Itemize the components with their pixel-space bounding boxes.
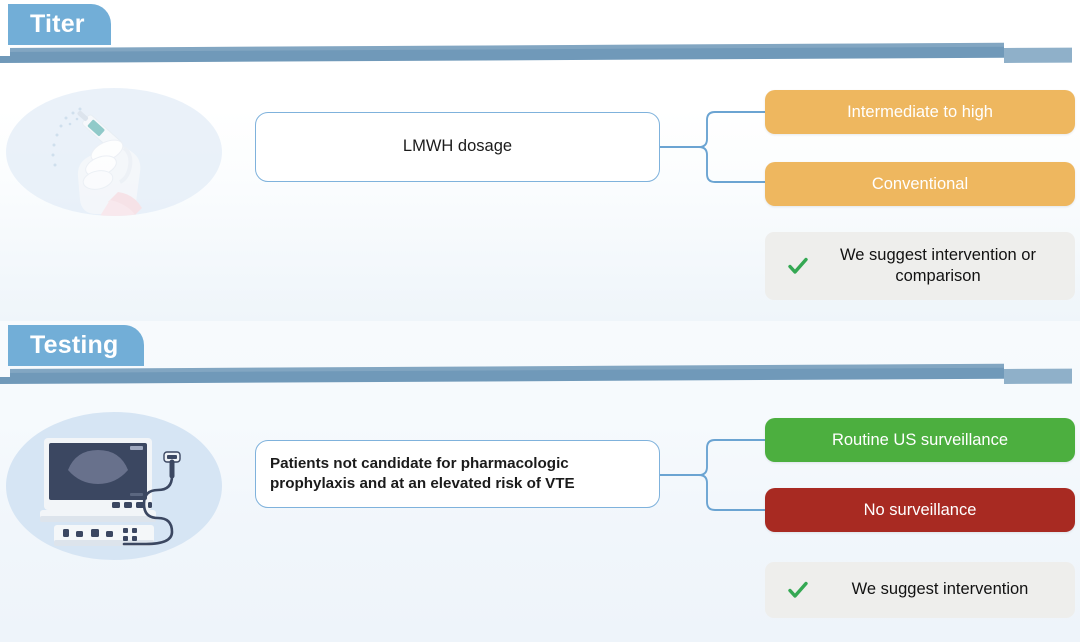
- ultrasound-machine-icon: [6, 412, 222, 560]
- section-divider-band: [0, 363, 1080, 387]
- statement-text: Patients not candidate for pharmacologic…: [270, 454, 575, 492]
- option-pill-intermediate-to-high[interactable]: Intermediate to high: [765, 90, 1075, 134]
- statement-box-testing: Patients not candidate for pharmacologic…: [255, 440, 660, 508]
- section-tab-titer[interactable]: Titer: [8, 4, 111, 45]
- option-pill-routine-us-surveillance[interactable]: Routine US surveillance: [765, 418, 1075, 462]
- band-left-notch: [0, 365, 10, 377]
- statement-text: LMWH dosage: [402, 137, 513, 156]
- option-pill-conventional[interactable]: Conventional: [765, 162, 1075, 206]
- suggestion-text: We suggest intervention: [851, 580, 1029, 599]
- band-right-highlight: [1004, 47, 1072, 63]
- option-label: Intermediate to high: [847, 102, 993, 121]
- suggestion-text: We suggest intervention or comparison: [840, 245, 1036, 285]
- green-check-icon: [787, 579, 809, 601]
- section-divider-band: [0, 42, 1080, 66]
- section-tab-label: Titer: [30, 10, 85, 38]
- green-check-icon: [787, 255, 809, 277]
- band-right-highlight: [1004, 368, 1072, 384]
- band-main: [0, 42, 1004, 63]
- section-tab-testing[interactable]: Testing: [8, 325, 145, 366]
- syringe-in-gloved-hand-icon: [6, 88, 222, 216]
- option-label: Routine US surveillance: [831, 430, 1009, 449]
- section-titer: Titer: [0, 0, 1080, 321]
- statement-box-titer: LMWH dosage: [255, 112, 660, 182]
- band-left-notch: [0, 44, 10, 56]
- band-main: [0, 363, 1004, 384]
- suggestion-box-titer: We suggest intervention or comparison: [765, 232, 1075, 300]
- option-pill-no-surveillance[interactable]: No surveillance: [765, 488, 1075, 532]
- section-tab-label: Testing: [30, 331, 119, 359]
- option-label: Conventional: [871, 174, 969, 193]
- option-label: No surveillance: [863, 500, 977, 519]
- suggestion-box-testing: We suggest intervention: [765, 562, 1075, 618]
